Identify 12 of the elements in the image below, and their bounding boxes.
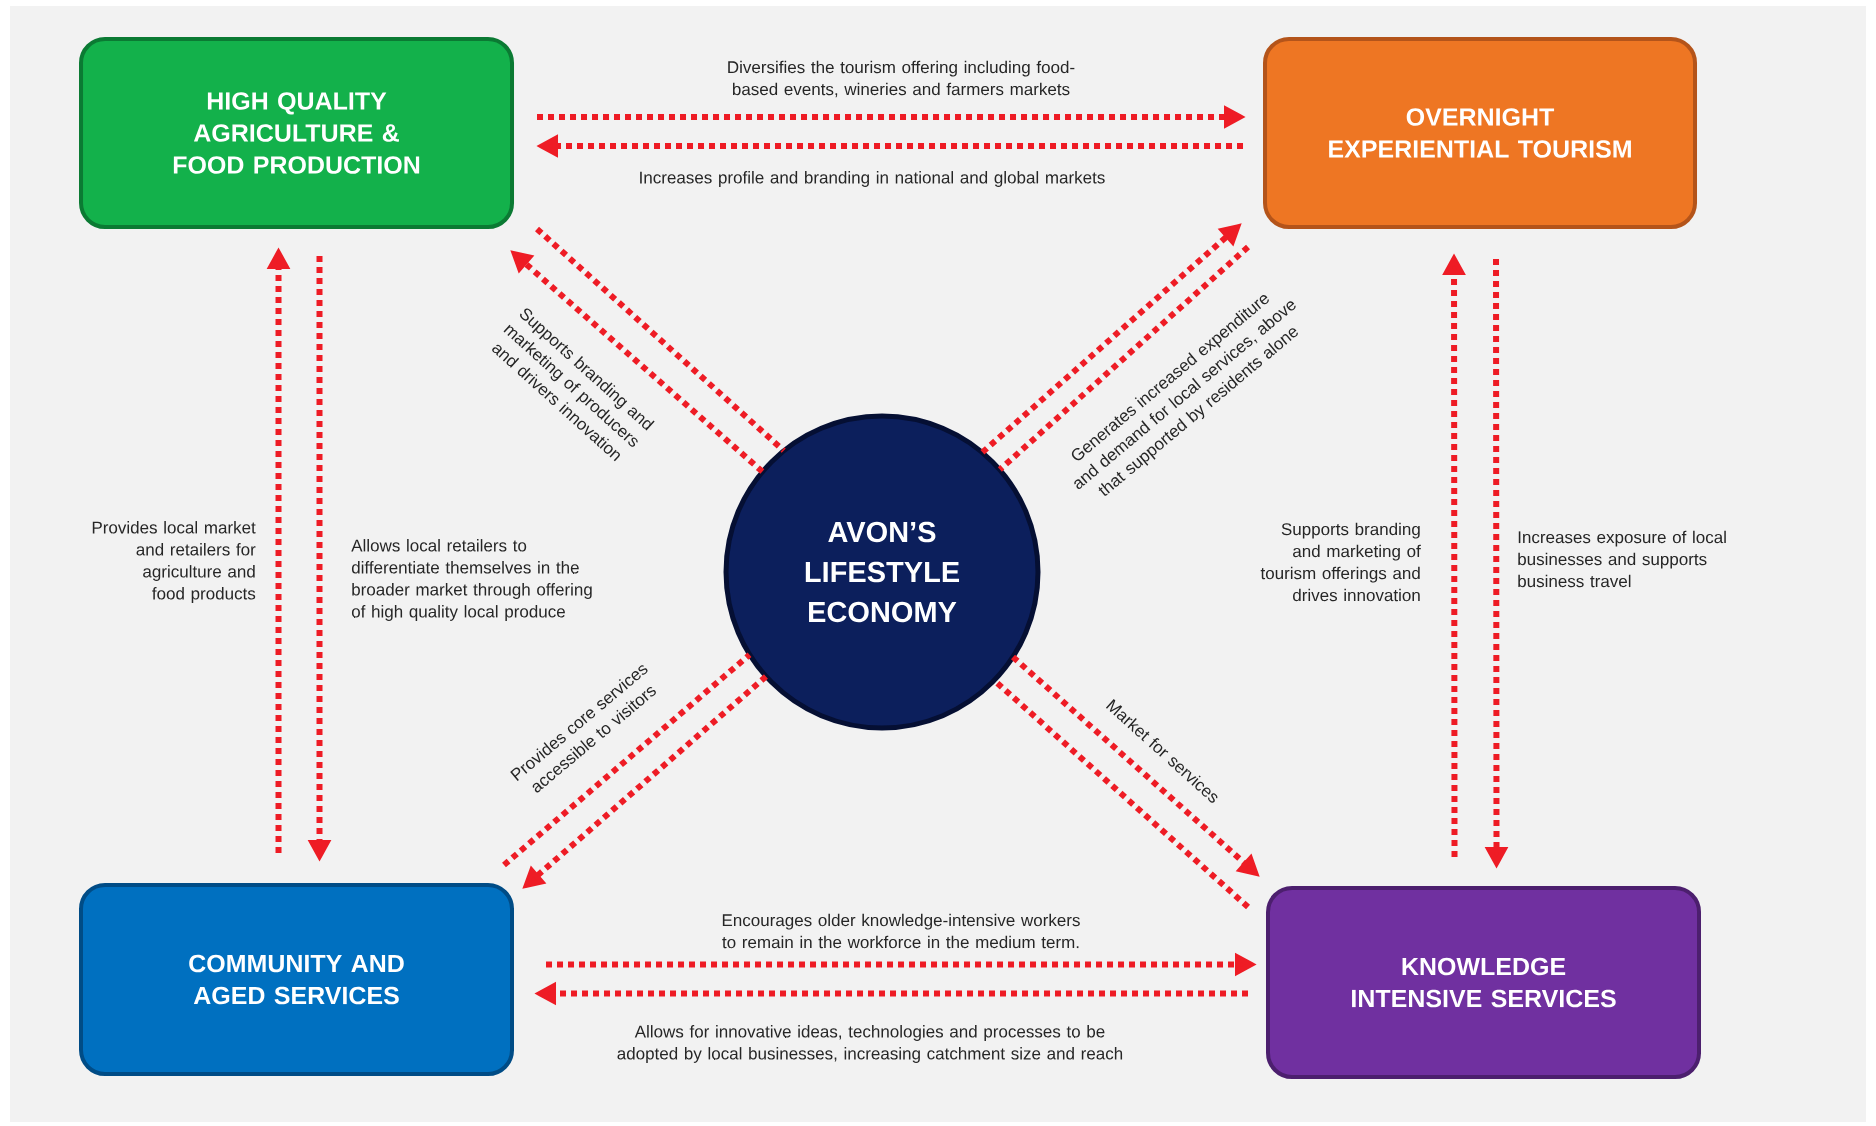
edge-label: Supports branding and marketing of tourism offerings and drives innovation [1260,522,1421,602]
process-box: HIGH QUALITY AGRICULTURE & FOOD PRODUCTION [79,37,514,229]
edge-label: Increases exposure of local businesses and supports business travel [1518,530,1726,588]
edge-label: Diversifies the tourism offering including food-based events, wineries and farmers markets [728,60,1075,98]
edge-label: Allows for innovative ideas, technologies and processes to be adopted by local businesses, increasing catchment size and reach [617,1025,1123,1063]
process-box: KNOWLEDGE INTENSIVE SERVICES [1266,886,1701,1079]
edge-label: Encourages older knowledge-intensive workers to remain in the workforce in the medium term. [722,913,1080,949]
process-box: COMMUNITY AND AGED SERVICES [79,883,514,1076]
edge-label: Provides local market and retailers for agriculture and food products [92,521,256,603]
edge-label: Increases profile and branding in national and global markets [640,171,1105,187]
edge-label: Allows local retailers to differentiate themselves in the broader market through offering of high quality local produce [351,539,592,621]
process-box: OVERNIGHT EXPERIENTIAL TOURISM [1263,37,1697,229]
